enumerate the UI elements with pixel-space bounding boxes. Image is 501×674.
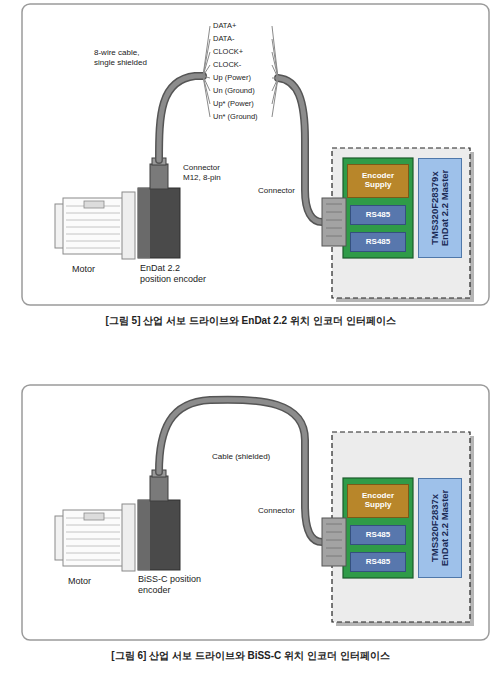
signal-name: CLOCK- (213, 60, 241, 70)
motor-fins (66, 518, 120, 560)
wire-fan (203, 26, 210, 117)
controller-box: TMS320F28379x EnDat 2.2 Master (418, 158, 462, 258)
encoder-connector (150, 164, 168, 189)
transceiver-box: RS485 (350, 232, 406, 252)
motor-body (63, 198, 123, 254)
motor-assembly (55, 470, 180, 571)
signal-name: Up* (Power) (213, 99, 254, 109)
motor-flange (122, 504, 135, 571)
wire-fan (272, 26, 278, 117)
box-label: RS485 (366, 531, 390, 540)
box-label: Encoder Supply (348, 492, 408, 510)
encoder-side (138, 188, 150, 258)
drive-board (332, 148, 470, 298)
cable-outline (278, 78, 322, 222)
connector-pins (326, 204, 342, 236)
drive-board (332, 432, 470, 622)
board-connector (322, 518, 346, 566)
chip-label: TMS320F28379x EnDat 2.2 Master (430, 163, 451, 253)
controller-box: TMS320F2837x EnDat 2.2 Master (418, 478, 462, 578)
figure-frame (22, 385, 489, 640)
part-label: BiSS-C position encoder (138, 574, 210, 597)
part-label: Motor (72, 264, 95, 275)
signal-name: Up (Power) (213, 73, 251, 83)
figure-caption: [그림 5] 산업 서보 드라이브와 EnDat 2.2 위치 인코더 인터페이… (0, 315, 501, 328)
cable-label: 8-wire cable, single shielded (94, 48, 158, 68)
motor-flange (122, 192, 135, 259)
encoder-body (138, 188, 180, 258)
signal-name: DATA+ (213, 21, 236, 31)
connector-label: Connector M12, 8-pin (183, 163, 235, 183)
cable (278, 78, 322, 222)
transceiver-box: RS485 (350, 525, 406, 545)
connector-label: Connector (258, 506, 295, 516)
figure-caption: [그림 6] 산업 서보 드라이브와 BiSS-C 위치 인코더 인터페이스 (0, 650, 501, 663)
interface-board (343, 158, 413, 258)
cable-outline (159, 400, 322, 542)
board-connector (322, 198, 346, 246)
transceiver-box: RS485 (350, 205, 406, 225)
motor-assembly (55, 158, 180, 259)
cable (159, 400, 322, 542)
power-supply-box: Encoder Supply (347, 164, 409, 198)
motor-body (63, 510, 123, 566)
signal-name: Un* (Ground) (213, 112, 258, 122)
motor-nameplate (84, 513, 104, 520)
encoder-connector (150, 476, 168, 501)
signal-name: DATA- (213, 34, 234, 44)
encoder-side (138, 500, 150, 570)
cable (159, 76, 203, 160)
connector-pins (326, 524, 342, 556)
figure-frame (22, 4, 489, 305)
encoder-body (138, 500, 180, 570)
motor-nameplate (84, 201, 104, 208)
signal-name: CLOCK+ (213, 47, 243, 57)
cable-outline (159, 76, 203, 160)
box-label: RS485 (366, 238, 390, 247)
power-supply-box: Encoder Supply (347, 484, 409, 518)
motor-fins (66, 206, 120, 248)
transceiver-box: RS485 (350, 552, 406, 572)
chip-label: TMS320F2837x EnDat 2.2 Master (430, 483, 451, 573)
part-label: Motor (68, 576, 91, 587)
box-label: Encoder Supply (348, 172, 408, 190)
signal-name: Un (Ground) (213, 86, 255, 96)
connector-label: Connector (258, 186, 295, 196)
box-label: RS485 (366, 211, 390, 220)
interface-board (343, 478, 413, 578)
cable-label: Cable (shielded) (212, 452, 270, 462)
part-label: EnDat 2.2 position encoder (140, 263, 212, 286)
box-label: RS485 (366, 558, 390, 567)
